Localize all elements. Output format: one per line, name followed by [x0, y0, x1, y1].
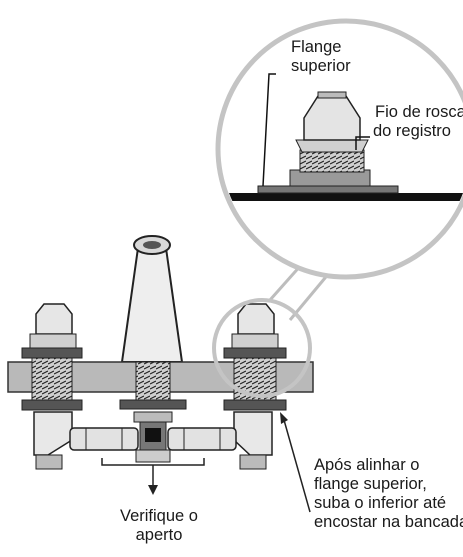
thread-leader-line [355, 136, 370, 150]
label-apos-alinhar: Após alinhar o flange superior, suba o i… [314, 456, 463, 532]
label-line: superior [291, 57, 351, 75]
right-valve [223, 303, 287, 470]
flange-leader-line [262, 73, 276, 187]
label-fio-de-rosca: Fio de rosca do registro [373, 103, 463, 141]
label-line: Verifique o [120, 507, 198, 525]
label-flange-superior: Flange superior [291, 38, 351, 76]
countertop-detail [221, 193, 463, 201]
label-line: Após alinhar o [314, 456, 420, 474]
label-verifique: Verifique o aperto [120, 507, 198, 545]
highlight-circle [212, 298, 312, 398]
connecting-hoses [69, 427, 237, 451]
label-line: Flange [291, 38, 342, 56]
label-line: do registro [373, 122, 451, 140]
label-line: Fio de rosca [375, 103, 463, 121]
center-stem [119, 361, 187, 463]
spout [120, 235, 184, 363]
label-line: aperto [135, 526, 183, 544]
left-valve [21, 303, 83, 470]
label-line: suba o inferior até [314, 494, 447, 512]
apos-leader-line [283, 419, 311, 513]
upper-flange-detail [257, 185, 399, 194]
label-line: encostar na bancada [314, 513, 463, 531]
label-line: flange superior, [314, 475, 427, 493]
valve-detail [289, 91, 371, 187]
magnified-detail-circle [215, 18, 463, 280]
check-arrow [148, 485, 158, 495]
